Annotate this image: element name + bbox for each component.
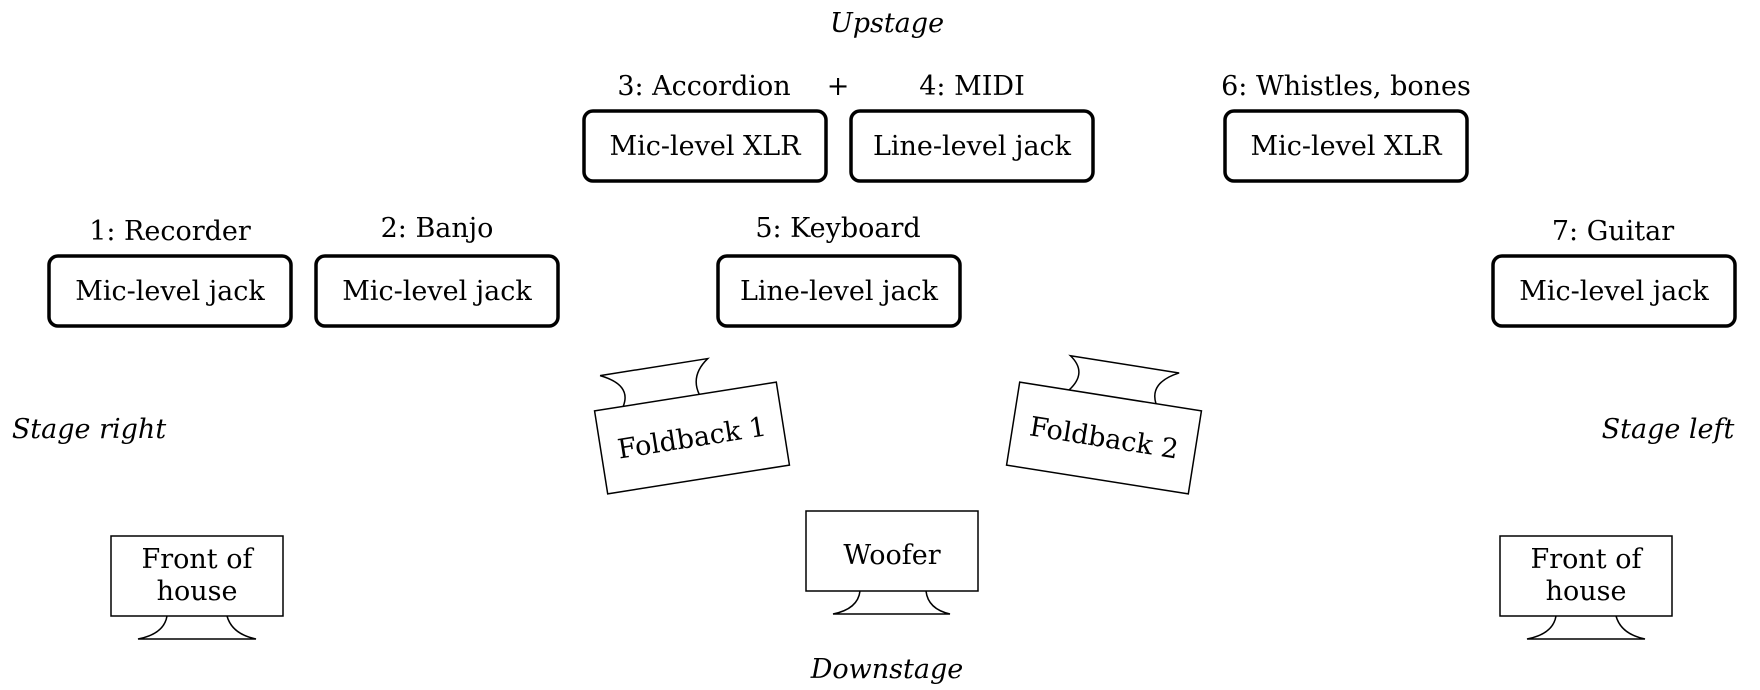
speaker-label-line2: house bbox=[157, 576, 238, 607]
speaker-cabinet bbox=[110, 535, 284, 617]
speaker-cabinet bbox=[1499, 535, 1673, 617]
input-banjo: 2: Banjo Mic-level jack bbox=[314, 213, 560, 328]
input-guitar: 7: Guitar Mic-level jack bbox=[1491, 216, 1737, 328]
input-whistles: 6: Whistles, bones Mic-level XLR bbox=[1221, 71, 1471, 183]
speaker-stand bbox=[832, 590, 951, 615]
input-connection: Mic-level jack bbox=[75, 276, 265, 307]
input-label: 3: Accordion bbox=[617, 71, 790, 102]
speaker-cabinet bbox=[805, 510, 979, 592]
foh-left-speaker: Front of house bbox=[110, 535, 284, 640]
input-connection: Mic-level jack bbox=[342, 276, 532, 307]
input-box bbox=[582, 109, 828, 183]
input-box bbox=[849, 109, 1095, 183]
input-label: 5: Keyboard bbox=[755, 213, 920, 244]
input-box bbox=[314, 254, 560, 328]
speaker-stand bbox=[137, 615, 257, 640]
input-connection: Line-level jack bbox=[740, 276, 939, 307]
speaker-label-line1: Front of bbox=[1531, 544, 1644, 575]
input-label: 1: Recorder bbox=[89, 216, 251, 247]
speaker-cabinet bbox=[593, 381, 791, 495]
input-connection: Mic-level XLR bbox=[609, 131, 801, 162]
speaker-label: Woofer bbox=[843, 540, 940, 571]
speaker-stand bbox=[599, 357, 710, 407]
input-label: 6: Whistles, bones bbox=[1221, 71, 1471, 102]
speaker-cabinet bbox=[1005, 381, 1203, 495]
input-box bbox=[1223, 109, 1469, 183]
foldback-2-speaker: Foldback 2 bbox=[1005, 354, 1203, 495]
input-box bbox=[47, 254, 293, 328]
input-midi: 4: MIDI Line-level jack bbox=[849, 71, 1095, 183]
downstage-label: Downstage bbox=[810, 654, 963, 685]
speaker-stand bbox=[1068, 354, 1180, 404]
input-label: 2: Banjo bbox=[381, 213, 494, 244]
input-connection: Mic-level jack bbox=[1519, 276, 1709, 307]
speaker-label-line1: Front of bbox=[142, 544, 255, 575]
speaker-label-line2: house bbox=[1546, 576, 1627, 607]
input-connection: Line-level jack bbox=[873, 131, 1072, 162]
input-recorder: 1: Recorder Mic-level jack bbox=[47, 216, 293, 328]
input-keyboard: 5: Keyboard Line-level jack bbox=[716, 213, 962, 328]
input-accordion: 3: Accordion Mic-level XLR bbox=[582, 71, 828, 183]
input-box bbox=[716, 254, 962, 328]
input-label: 7: Guitar bbox=[1552, 216, 1674, 247]
input-connection: Mic-level XLR bbox=[1250, 131, 1442, 162]
upstage-label: Upstage bbox=[830, 8, 944, 39]
stage-right-label: Stage right bbox=[12, 414, 167, 445]
input-box bbox=[1491, 254, 1737, 328]
speaker-stand bbox=[1526, 615, 1646, 640]
plus-sign: + bbox=[827, 71, 850, 102]
woofer-speaker: Woofer bbox=[805, 510, 979, 615]
stage-left-label: Stage left bbox=[1602, 414, 1735, 445]
input-label: 4: MIDI bbox=[919, 71, 1024, 102]
foldback-1-speaker: Foldback 1 bbox=[593, 357, 791, 495]
foh-right-speaker: Front of house bbox=[1499, 535, 1673, 640]
